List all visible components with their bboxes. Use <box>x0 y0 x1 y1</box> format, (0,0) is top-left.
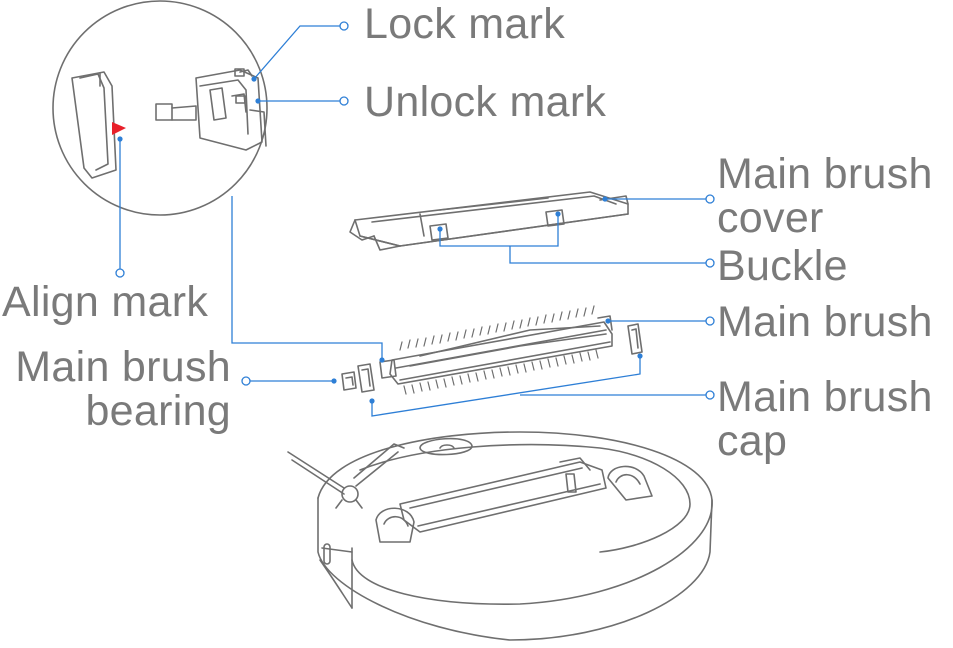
main-brush-cap-label-line1: Main brush <box>717 373 933 421</box>
main-brush-bearing <box>341 363 375 393</box>
lock-mark-label: Lock mark <box>364 0 566 48</box>
main-brush-label: Main brush <box>717 298 933 346</box>
main-brush-cap-label-line2: cap <box>717 417 788 465</box>
main-brush-roller <box>379 305 613 395</box>
align-mark-triangle <box>112 122 126 135</box>
buckle-label: Buckle <box>717 242 848 290</box>
main-brush-bearing-label-line1: Main brush <box>15 343 231 391</box>
robot-vacuum-body <box>287 431 713 641</box>
main-brush-cover <box>349 191 629 251</box>
align-mark-label: Align mark <box>2 278 209 326</box>
main-brush-cover-label-line2: cover <box>717 194 824 242</box>
leader-lines <box>119 25 706 417</box>
main-brush-cap <box>627 323 643 355</box>
detail-magnifier <box>52 0 268 216</box>
main-brush-bearing-label-line2: bearing <box>85 387 231 435</box>
main-brush-cover-label-line1: Main brush <box>717 150 933 198</box>
unlock-mark-label: Unlock mark <box>364 78 607 126</box>
